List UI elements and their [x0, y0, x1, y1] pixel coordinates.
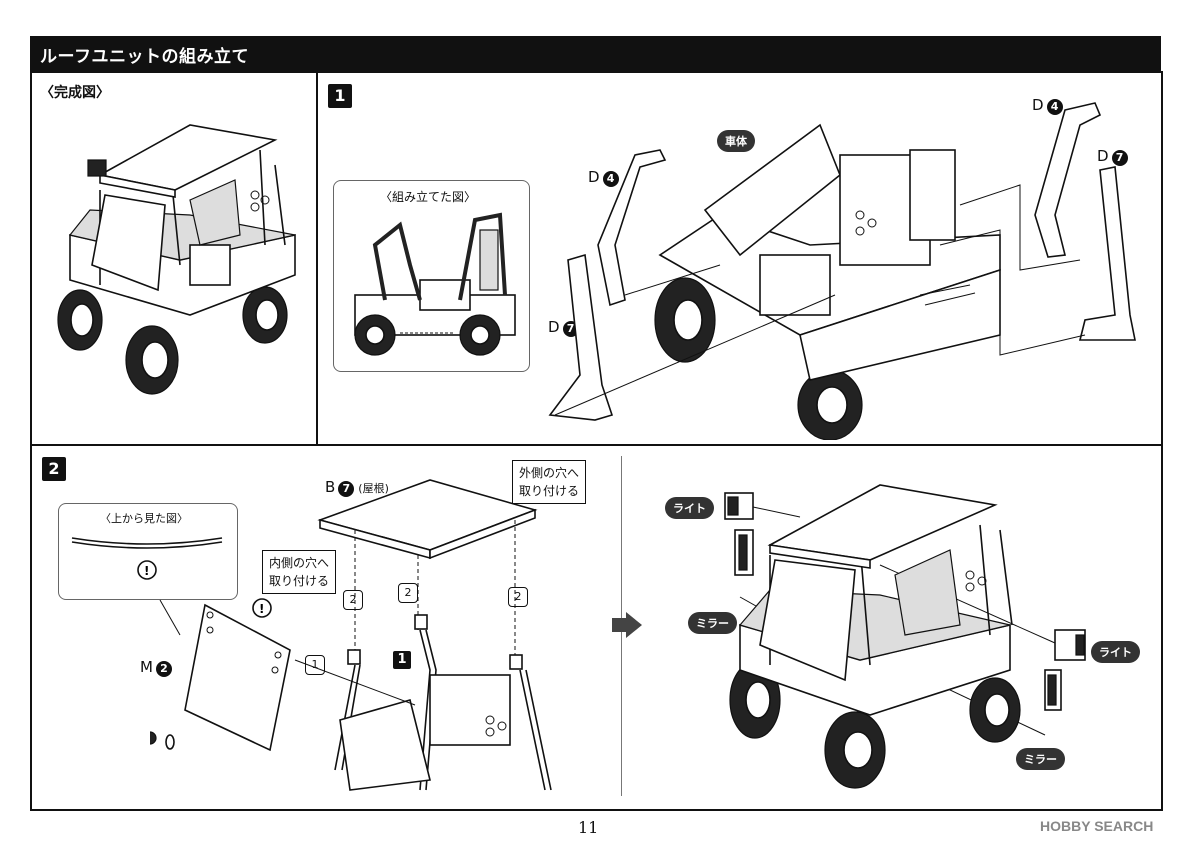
- row-divider: [30, 444, 1161, 446]
- column-divider-top: [316, 71, 318, 445]
- svg-text:!: !: [259, 602, 264, 616]
- order-mark-2a: 2: [343, 590, 363, 610]
- light-label-pill-left: ライト: [665, 497, 714, 519]
- step-1-badge: 1: [328, 84, 352, 108]
- inner-hole-callout: 内側の穴へ取り付ける: [262, 550, 337, 594]
- light-label-pill-right: ライト: [1091, 641, 1140, 663]
- svg-text:!: !: [144, 564, 149, 578]
- order-mark-1: 1: [305, 655, 325, 675]
- m2-panel-illustration: !: [150, 598, 291, 752]
- mirror-label-pill-left: ミラー: [688, 612, 737, 634]
- step-2-result-illustration: [724, 484, 1086, 789]
- top-view-illustration: !: [71, 537, 223, 580]
- step-1-reference-badge: 1: [393, 651, 411, 669]
- mirror-label-pill-right: ミラー: [1016, 748, 1065, 770]
- body-label-pill: 車体: [717, 130, 755, 152]
- top-view-label: 〈上から見た図〉: [100, 512, 188, 525]
- complete-view-label: 〈完成図〉: [40, 85, 110, 101]
- instruction-frame: [30, 71, 1163, 811]
- complete-view-illustration: [57, 124, 296, 395]
- watermark-logo: HOBBY SEARCH: [1040, 818, 1154, 834]
- section-header: ルーフユニットの組み立て: [30, 36, 1161, 71]
- outer-hole-callout: 外側の穴へ取り付ける: [512, 460, 587, 504]
- top-view-inset: [58, 503, 238, 600]
- section-title: ルーフユニットの組み立て: [40, 47, 249, 67]
- step-2-badge: 2: [42, 457, 66, 481]
- page-number: 11: [578, 818, 599, 837]
- result-arrow-icon: [612, 612, 642, 638]
- assembled-inset-illustration: [354, 212, 516, 356]
- step-2-exploded-illustration: [294, 479, 552, 791]
- assembled-inset-label: 〈組み立てた図〉: [380, 190, 477, 204]
- step-1-illustration: [548, 102, 1136, 440]
- order-mark-2c: 2: [508, 587, 528, 607]
